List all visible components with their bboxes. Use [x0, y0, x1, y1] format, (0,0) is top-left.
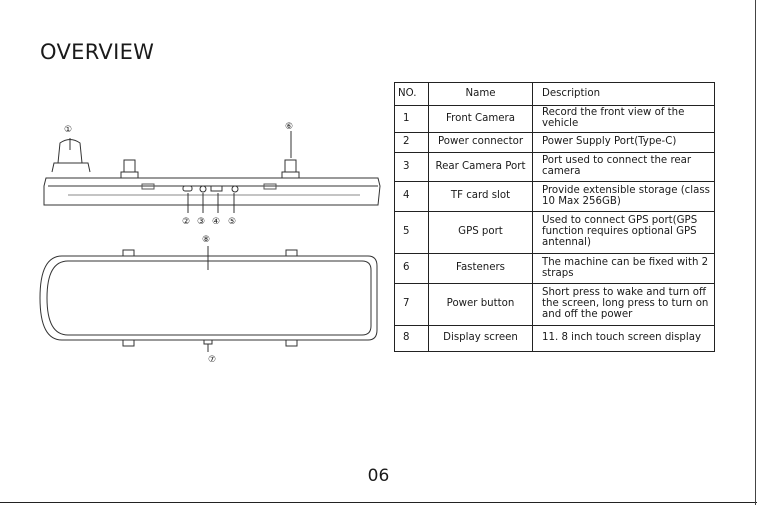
- table-row: 6 Fasteners The machine can be fixed wit…: [394, 253, 715, 284]
- callout-8: ⑧: [202, 235, 210, 245]
- row-no: 7: [394, 283, 429, 326]
- row-description: Used to connect GPS port(GPS function re…: [532, 211, 715, 254]
- footer-divider: [0, 502, 757, 503]
- table-header-row: NO. Name Description: [394, 82, 715, 106]
- table-row: 1 Front Camera Record the front view of …: [394, 105, 715, 133]
- header-name: Name: [428, 82, 533, 106]
- page-title: OVERVIEW: [40, 40, 155, 64]
- table-row: 8 Display screen 11. 8 inch touch screen…: [394, 325, 715, 352]
- callout-2: ②: [182, 217, 190, 227]
- row-name: Rear Camera Port: [428, 152, 533, 182]
- row-description: Record the front view of the vehicle: [532, 105, 715, 133]
- row-description: 11. 8 inch touch screen display: [532, 325, 715, 352]
- header-no: NO.: [394, 82, 429, 106]
- row-description: Power Supply Port(Type-C): [532, 132, 715, 153]
- table-row: 7 Power button Short press to wake and t…: [394, 283, 715, 326]
- row-description: Port used to connect the rear camera: [532, 152, 715, 182]
- port-shape: [182, 185, 193, 192]
- table-row: 5 GPS port Used to connect GPS port(GPS …: [394, 211, 715, 254]
- row-name: Front Camera: [428, 105, 533, 133]
- spec-table: NO. Name Description 1 Front Camera Reco…: [394, 82, 715, 352]
- page-number: 06: [367, 466, 390, 486]
- device-top-view: [43, 139, 381, 206]
- row-name: TF card slot: [428, 181, 533, 212]
- callout-7: ⑦: [208, 355, 216, 365]
- row-name: Power button: [428, 283, 533, 326]
- callout-1: ①: [64, 125, 72, 135]
- callout-6: ⑥: [285, 122, 293, 132]
- row-name: Fasteners: [428, 253, 533, 284]
- row-name: Power connector: [428, 132, 533, 153]
- row-description: Short press to wake and turn off the scr…: [532, 283, 715, 326]
- row-name: GPS port: [428, 211, 533, 254]
- callout-5: ⑤: [228, 217, 236, 227]
- front-camera-shape: [57, 139, 83, 164]
- row-no: 1: [394, 105, 429, 133]
- row-description: Provide extensible storage (class 10 Max…: [532, 181, 715, 212]
- callout-4: ④: [212, 217, 220, 227]
- row-no: 4: [394, 181, 429, 212]
- device-front-view: [39, 246, 378, 352]
- row-name: Display screen: [428, 325, 533, 352]
- callout-3: ③: [197, 217, 205, 227]
- table-row: 4 TF card slot Provide extensible storag…: [394, 181, 715, 212]
- row-no: 3: [394, 152, 429, 182]
- header-description: Description: [532, 82, 715, 106]
- table-row: 3 Rear Camera Port Port used to connect …: [394, 152, 715, 182]
- row-no: 2: [394, 132, 429, 153]
- page-edge-divider: [755, 0, 756, 505]
- row-no: 5: [394, 211, 429, 254]
- table-row: 2 Power connector Power Supply Port(Type…: [394, 132, 715, 153]
- row-description: The machine can be fixed with 2 straps: [532, 253, 715, 284]
- row-no: 6: [394, 253, 429, 284]
- device-diagram: ① ⑥ ② ③ ④ ⑤ ⑧ ⑦: [39, 122, 381, 365]
- row-no: 8: [394, 325, 429, 352]
